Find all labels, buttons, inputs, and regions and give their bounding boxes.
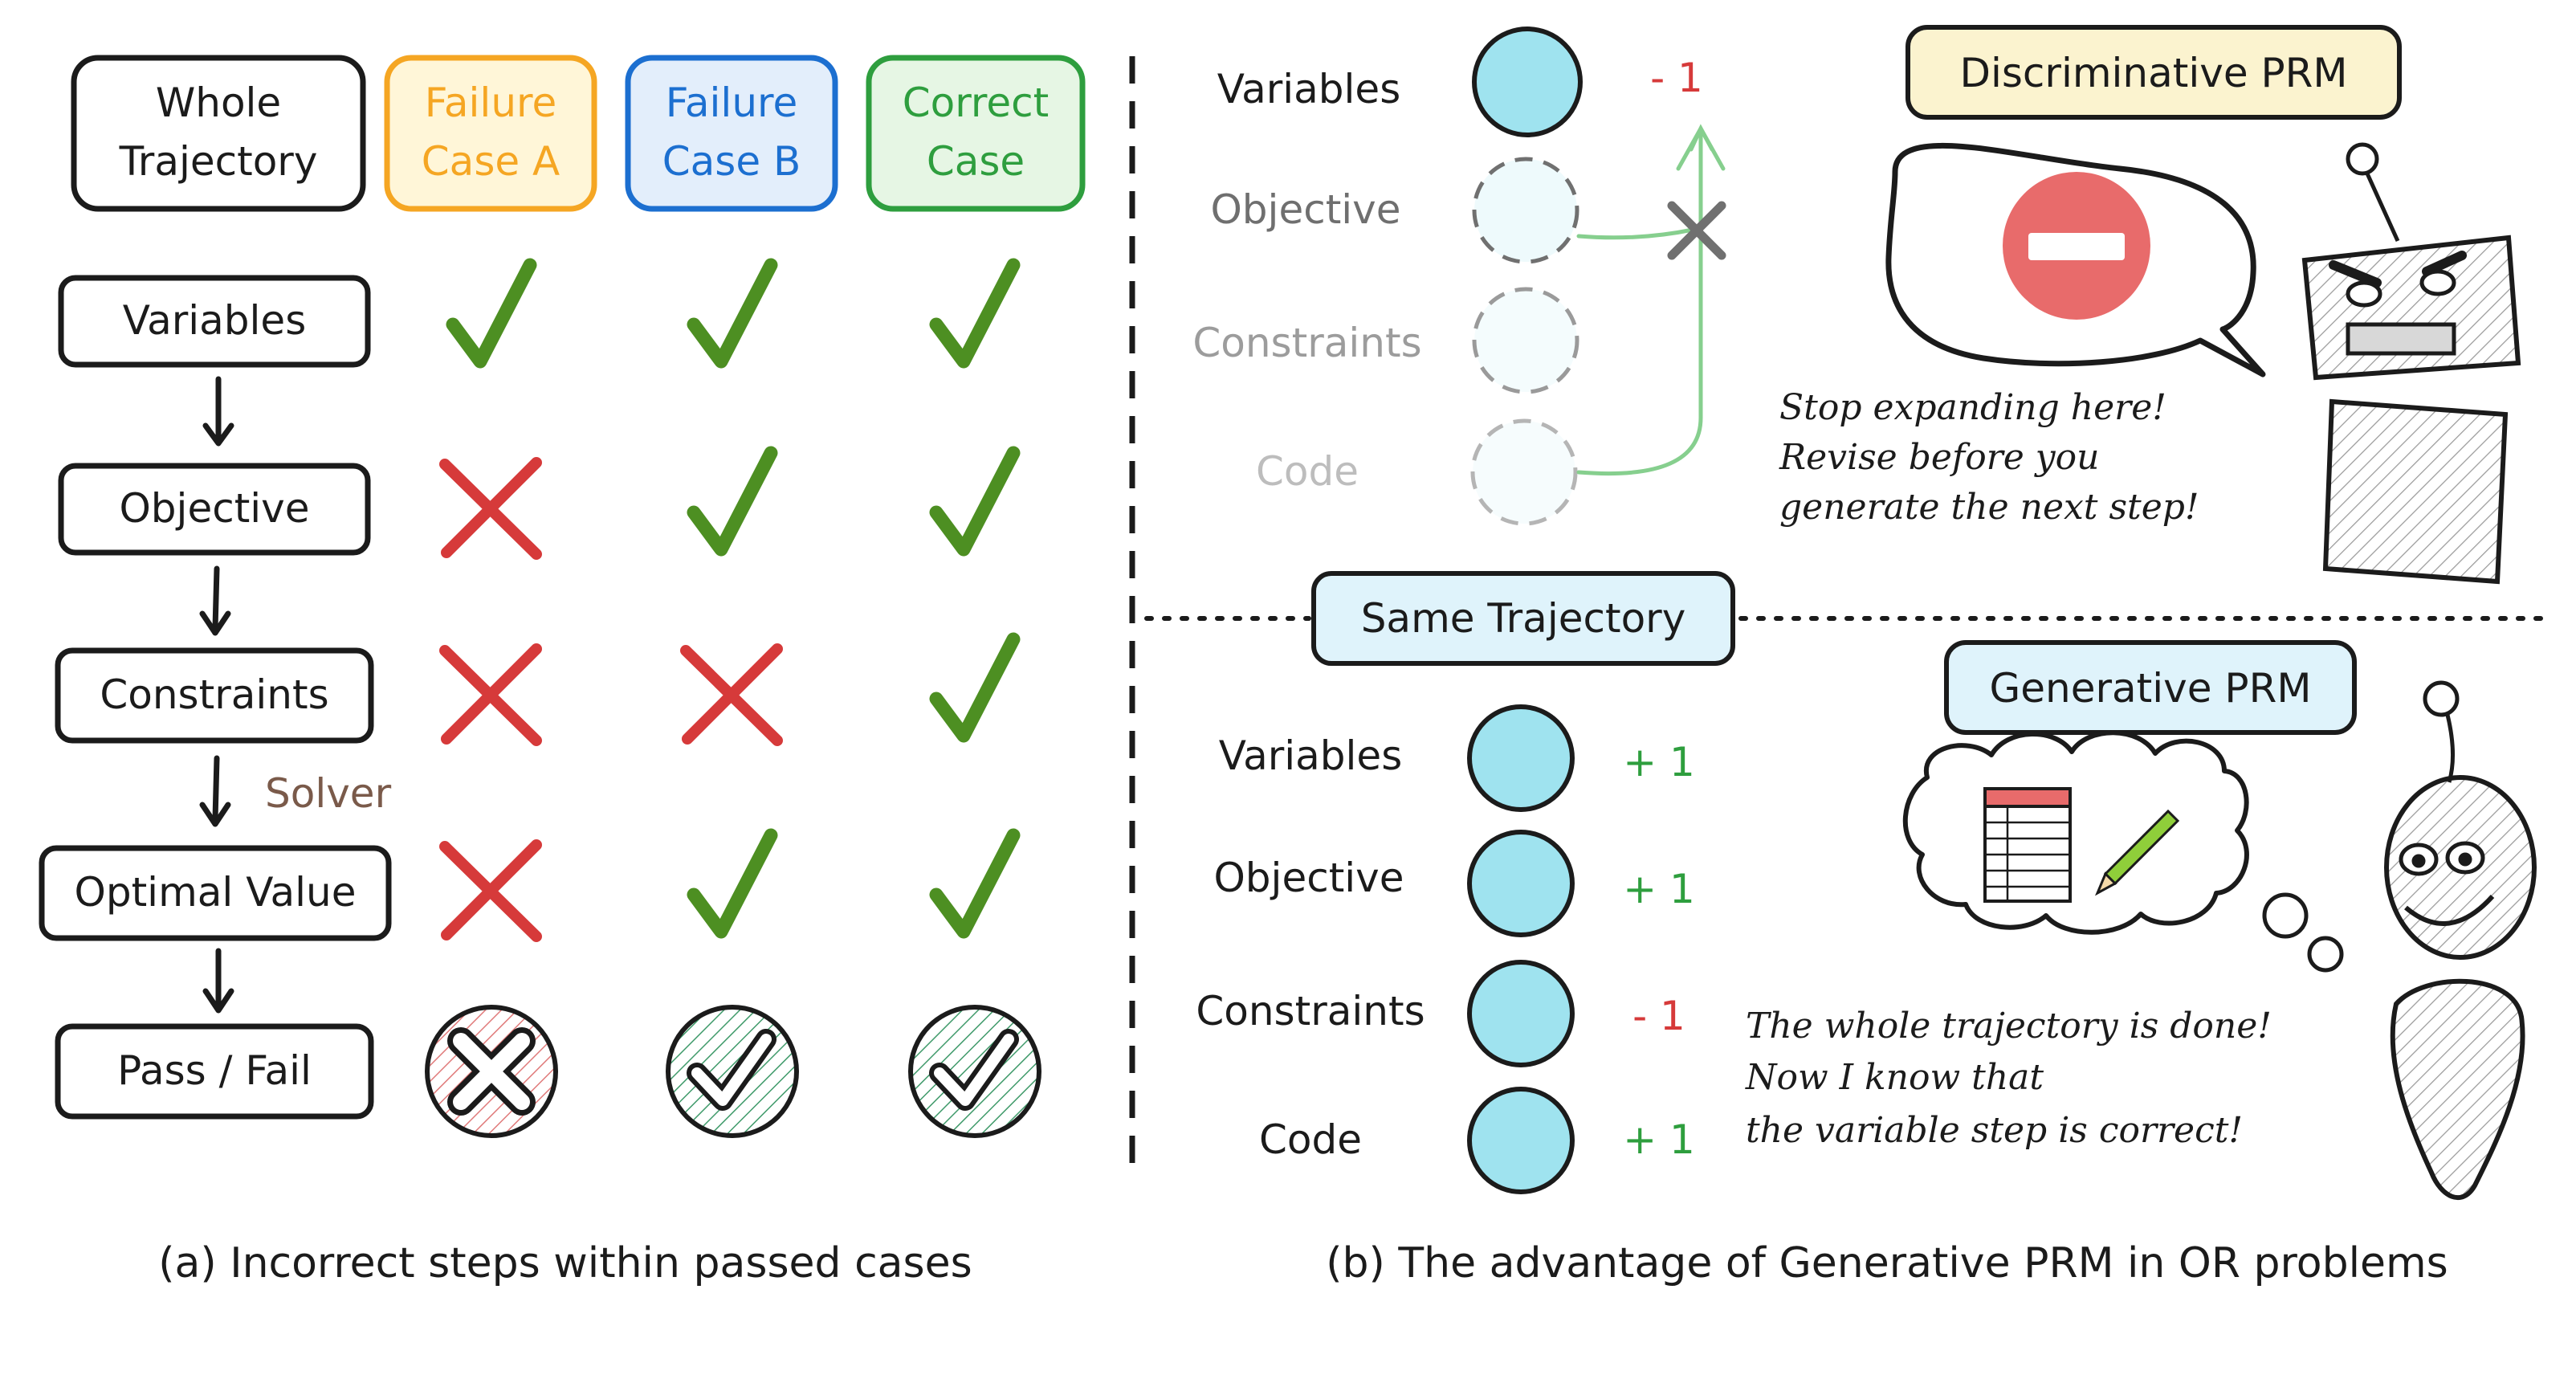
step-box-optimal-value: Optimal Value bbox=[39, 845, 392, 941]
check-mark bbox=[929, 446, 1021, 557]
pass-mark bbox=[666, 1005, 799, 1138]
bottom-steps: Variables Objective Constraints Code bbox=[1196, 732, 1425, 1163]
header-whole-trajectory: Whole Trajectory bbox=[71, 55, 366, 212]
speech-bubble bbox=[1885, 142, 2266, 377]
bottom-step-constraints: Constraints bbox=[1196, 988, 1425, 1034]
panel-a: Whole Trajectory Failure Case A Failure … bbox=[39, 55, 1086, 1287]
check-mark bbox=[929, 258, 1021, 369]
check-mark bbox=[687, 828, 778, 939]
solver-label: Solver bbox=[265, 770, 392, 817]
discriminative-prm-label: Discriminative PRM bbox=[1906, 25, 2402, 120]
reward-objective: + 1 bbox=[1623, 866, 1695, 912]
top-nodes bbox=[1470, 27, 1583, 526]
node-variables bbox=[1467, 704, 1575, 812]
step-box-constraints: Constraints bbox=[55, 647, 374, 744]
stop-sign-icon bbox=[2003, 172, 2150, 320]
header-fb-line1: Failure bbox=[666, 80, 798, 126]
header-fa-line2: Case A bbox=[422, 138, 560, 185]
speech-line3: generate the next step! bbox=[1779, 487, 2199, 528]
header-failure-case-b: Failure Case B bbox=[625, 55, 838, 212]
fail-mark bbox=[425, 1005, 558, 1138]
step-label: Pass / Fail bbox=[117, 1047, 312, 1094]
header-failure-case-a: Failure Case A bbox=[384, 55, 597, 212]
pencil-icon bbox=[2094, 809, 2180, 896]
top-feedback-arrows bbox=[1576, 124, 1726, 476]
bottom-nodes bbox=[1467, 704, 1575, 1194]
same-trajectory-label: Same Trajectory bbox=[1311, 571, 1735, 666]
check-mark bbox=[929, 828, 1021, 939]
header-fb-line2: Case B bbox=[662, 138, 801, 185]
step-box-pass-fail: Pass / Fail bbox=[55, 1023, 374, 1120]
bottom-step-objective: Objective bbox=[1213, 855, 1404, 901]
thought-cloud bbox=[1902, 730, 2344, 973]
node-code bbox=[1470, 418, 1578, 526]
step-label: Optimal Value bbox=[74, 869, 356, 916]
header-correct-case: Correct Case bbox=[866, 55, 1086, 212]
caption-b: (b) The advantage of Generative PRM in O… bbox=[1326, 1239, 2448, 1287]
bottom-step-variables: Variables bbox=[1219, 732, 1403, 779]
node-objective bbox=[1467, 830, 1575, 937]
node-code bbox=[1467, 1087, 1575, 1194]
top-step-code: Code bbox=[1256, 448, 1359, 495]
node-constraints bbox=[1467, 960, 1575, 1067]
step-label: Objective bbox=[119, 485, 309, 532]
cross-mark bbox=[439, 839, 542, 942]
top-reward: - 1 bbox=[1650, 55, 1703, 101]
step-label: Variables bbox=[123, 297, 307, 344]
svg-text:Discriminative PRM: Discriminative PRM bbox=[1959, 50, 2347, 96]
node-constraints bbox=[1472, 287, 1579, 394]
bottom-rewards: + 1 + 1 - 1 + 1 bbox=[1623, 739, 1695, 1163]
pass-mark bbox=[908, 1005, 1041, 1138]
step-label: Constraints bbox=[100, 671, 328, 718]
header-cc-line2: Case bbox=[927, 138, 1025, 185]
speech-line1: Stop expanding here! bbox=[1779, 387, 2166, 428]
check-mark bbox=[446, 258, 537, 369]
cross-mark bbox=[680, 643, 783, 746]
header-fa-line1: Failure bbox=[425, 80, 557, 126]
cross-mark bbox=[439, 457, 542, 560]
thought-line1: The whole trajectory is done! bbox=[1746, 1006, 2272, 1047]
speech-text: Stop expanding here! Revise before you g… bbox=[1779, 387, 2199, 528]
node-objective bbox=[1472, 157, 1579, 264]
reward-code: + 1 bbox=[1623, 1116, 1695, 1163]
header-cc-line1: Correct bbox=[903, 80, 1050, 126]
svg-text:Same Trajectory: Same Trajectory bbox=[1361, 595, 1686, 642]
generative-prm-label: Generative PRM bbox=[1944, 640, 2357, 735]
bottom-step-code: Code bbox=[1259, 1116, 1362, 1163]
node-variables bbox=[1472, 27, 1583, 137]
flow-arrows bbox=[199, 376, 234, 1014]
marks-grid bbox=[425, 258, 1041, 1138]
speech-line2: Revise before you bbox=[1779, 437, 2099, 478]
header-whole-line2: Trajectory bbox=[119, 138, 318, 185]
notepad-icon bbox=[1983, 787, 2072, 903]
check-mark bbox=[687, 258, 778, 369]
discriminative-robot-icon bbox=[2301, 142, 2521, 585]
caption-a: (a) Incorrect steps within passed cases bbox=[158, 1239, 972, 1287]
top-step-constraints: Constraints bbox=[1192, 320, 1421, 366]
blocked-cross-icon bbox=[1667, 201, 1726, 260]
panel-b: Same Trajectory Variables Objective Cons… bbox=[1144, 25, 2548, 1287]
check-mark bbox=[929, 632, 1021, 743]
step-box-variables: Variables bbox=[58, 275, 371, 368]
top-steps: Variables Objective Constraints Code bbox=[1192, 66, 1421, 495]
thought-text: The whole trajectory is done! Now I know… bbox=[1745, 1006, 2272, 1151]
reward-variables: + 1 bbox=[1623, 739, 1695, 785]
svg-text:Generative PRM: Generative PRM bbox=[1990, 665, 2312, 712]
generative-robot-icon bbox=[2384, 680, 2537, 1201]
top-step-variables: Variables bbox=[1217, 66, 1401, 112]
check-mark bbox=[687, 446, 778, 557]
cross-mark bbox=[439, 643, 542, 746]
header-whole-line1: Whole bbox=[156, 80, 281, 126]
thought-line3: the variable step is correct! bbox=[1746, 1110, 2243, 1151]
reward-constraints: - 1 bbox=[1632, 993, 1685, 1039]
top-step-objective: Objective bbox=[1210, 186, 1400, 233]
step-box-objective: Objective bbox=[58, 463, 371, 556]
thought-line2: Now I know that bbox=[1745, 1057, 2044, 1098]
